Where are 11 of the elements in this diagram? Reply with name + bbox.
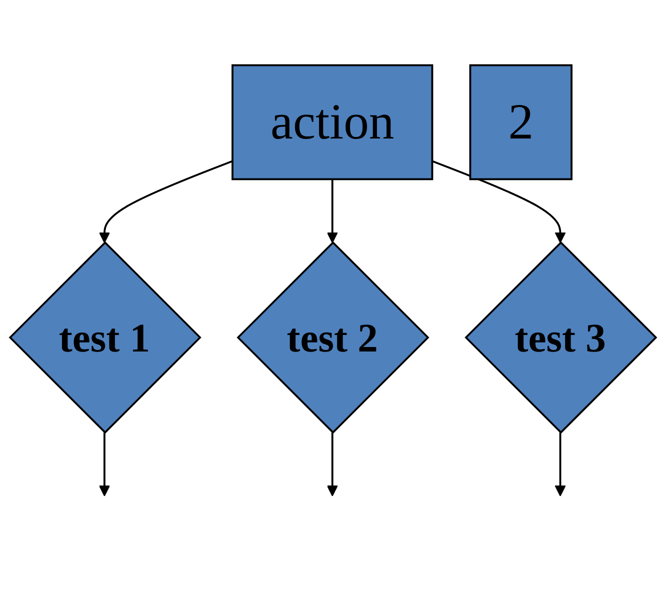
node-box: action <box>232 64 434 180</box>
arrow <box>432 160 566 244</box>
node-box: 2 <box>469 64 572 180</box>
arrow <box>326 179 338 244</box>
arrow <box>326 432 338 496</box>
node-diamond: test 1 <box>8 241 202 434</box>
arrow <box>98 160 233 244</box>
node-diamond: test 3 <box>464 241 658 434</box>
node-diamond: test 2 <box>236 241 430 434</box>
arrow <box>98 432 110 496</box>
arrow <box>554 432 566 496</box>
